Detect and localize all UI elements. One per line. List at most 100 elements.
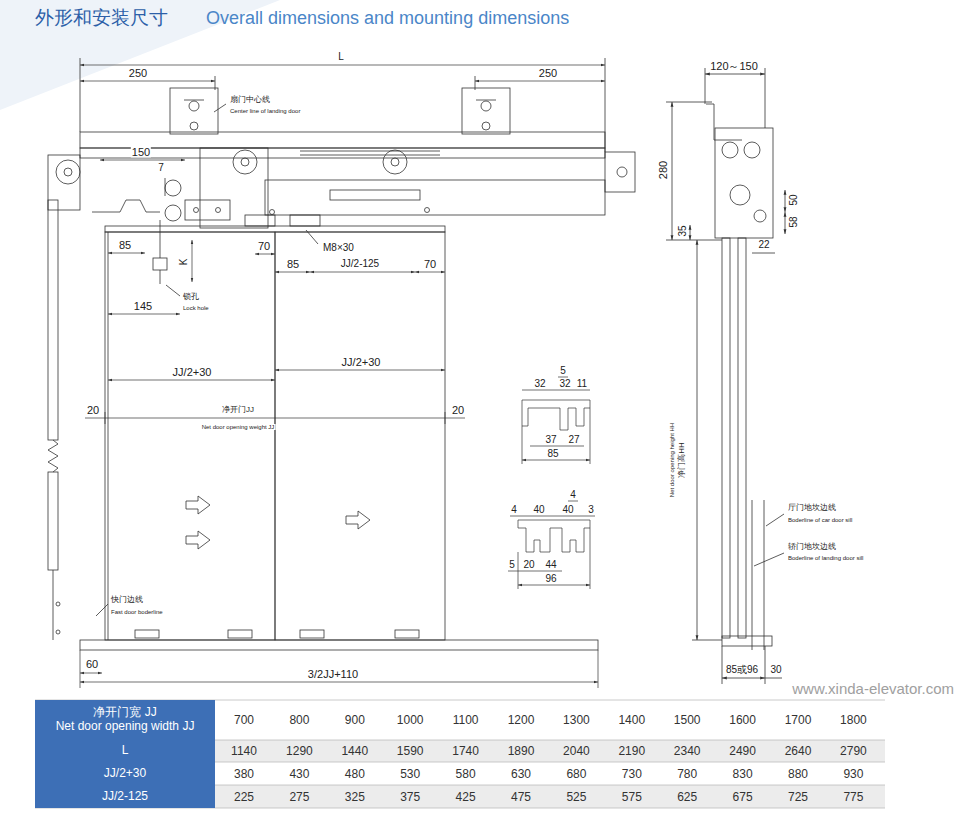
drawing-label: 250 xyxy=(538,68,558,79)
drawing-label: 30 xyxy=(769,665,782,675)
drawing-label: 40 xyxy=(561,505,574,515)
table-cell: 525 xyxy=(565,791,587,803)
table-cell: 1300 xyxy=(562,714,591,726)
drawing-label: 35 xyxy=(678,224,688,237)
drawing-label: K xyxy=(179,258,189,267)
table-cell: 900 xyxy=(344,714,366,726)
table-cell: 1890 xyxy=(507,745,536,757)
table-cell: 1740 xyxy=(451,745,480,757)
table-cell: 380 xyxy=(233,768,255,780)
table-cell: 575 xyxy=(621,791,643,803)
drawing-label: Net door opening weight JJ xyxy=(201,424,276,430)
table-cell: 2040 xyxy=(562,745,591,757)
drawing-label: Lock hole xyxy=(182,305,210,311)
table-cell: 625 xyxy=(676,791,698,803)
table-cell: 1100 xyxy=(452,714,480,726)
drawing-label: 4 xyxy=(510,505,518,515)
table-cell: 530 xyxy=(399,768,421,780)
drawing-label: 85或96 xyxy=(725,665,759,675)
drawing-label: Fast door boderline xyxy=(110,609,164,615)
drawing-label: 85 xyxy=(286,259,300,270)
drawing-label: 85 xyxy=(546,449,559,459)
table-cell: 225 xyxy=(233,791,255,803)
table-cell: 1000 xyxy=(396,714,425,726)
table-grid xyxy=(35,700,885,808)
table-cell: 475 xyxy=(510,791,532,803)
table-cell: 700 xyxy=(233,714,255,726)
drawing-label: 快门边线 xyxy=(110,596,144,604)
table-header-cell: 净开门宽 JJNet door opening width JJ xyxy=(35,700,215,740)
drawing-label: 4 xyxy=(569,490,577,500)
table-cell: 480 xyxy=(344,768,366,780)
table-header-cell: JJ/2-125 xyxy=(35,785,215,808)
table-cell: 630 xyxy=(510,768,532,780)
drawing-label: 净门高HH xyxy=(678,441,686,479)
table-cell: 325 xyxy=(344,791,366,803)
watermark: www.xinda-elevator.com xyxy=(791,681,955,696)
front-view xyxy=(48,58,635,650)
header-text: Net door opening width JJ xyxy=(56,720,195,734)
subtitle: Overall dimensions and mounting dimensio… xyxy=(205,9,570,27)
drawing-label: JJ/2+30 xyxy=(341,357,382,368)
drawing-label: 20 xyxy=(451,405,465,416)
drawing-label: 145 xyxy=(133,301,153,312)
drawing-label: 250 xyxy=(128,68,148,79)
header-text: JJ/2+30 xyxy=(104,767,146,781)
drawing-label: 32 xyxy=(533,379,546,389)
drawing-label: Net door opening height HH xyxy=(669,422,675,498)
drawing-label: 37 xyxy=(544,435,557,445)
drawing-label: 7 xyxy=(157,163,165,173)
header-text: JJ/2-125 xyxy=(102,790,148,804)
table-cell: 1200 xyxy=(507,714,536,726)
table-cell: 800 xyxy=(288,714,310,726)
table-cell: 1700 xyxy=(784,714,813,726)
drawing-label: 44 xyxy=(544,560,557,570)
drawing-label: 锁孔 xyxy=(182,293,200,301)
table-cell: 725 xyxy=(787,791,809,803)
drawing-label: 净开门JJ xyxy=(221,406,255,414)
table-cell: 1140 xyxy=(230,745,258,757)
drawing-label: 3/2JJ+110 xyxy=(307,669,359,680)
table-cell: 2340 xyxy=(673,745,702,757)
table-cell: 1590 xyxy=(396,745,425,757)
drawing-label: 3 xyxy=(587,505,595,515)
drawing-label: 70 xyxy=(257,241,271,252)
drawing-label: 32 xyxy=(558,379,571,389)
table-cell: 680 xyxy=(565,768,587,780)
drawing-label: 22 xyxy=(757,240,770,250)
table-header-cell: L xyxy=(35,740,215,762)
drawing-label: 280 xyxy=(658,160,669,180)
drawing-label: Center line of landing door xyxy=(229,108,301,114)
table-cell: 1600 xyxy=(728,714,757,726)
drawing-label: 扇门中心线 xyxy=(229,96,271,104)
table-cell: 880 xyxy=(787,768,809,780)
drawing-label: Boderline of car door sill xyxy=(787,517,853,523)
drawing-label: 40 xyxy=(532,505,545,515)
table-cell: 1800 xyxy=(839,714,868,726)
table-cell: 730 xyxy=(621,768,643,780)
table-cell: 1290 xyxy=(285,745,314,757)
drawing-label: 58 xyxy=(789,215,799,228)
table-cell: 425 xyxy=(455,791,477,803)
table-cell: 675 xyxy=(732,791,754,803)
header-text: 净开门宽 JJ xyxy=(93,706,156,720)
table-header-cell: JJ/2+30 xyxy=(35,762,215,785)
title: 外形和安装尺寸 xyxy=(35,8,168,27)
table-cell: 780 xyxy=(676,768,698,780)
drawing-label: 11 xyxy=(576,379,588,389)
drawing-label: 轿门地坎边线 xyxy=(787,543,837,551)
drawing-label: 20 xyxy=(522,560,535,570)
table-cell: 580 xyxy=(455,768,477,780)
drawing-label: 20 xyxy=(86,405,100,416)
table-cell: 430 xyxy=(288,768,310,780)
drawing-label: 50 xyxy=(789,193,799,206)
drawing-label: JJ/2+30 xyxy=(172,367,213,378)
table-cell: 2190 xyxy=(617,745,646,757)
drawing-label: 60 xyxy=(85,659,99,670)
drawing-label: 27 xyxy=(567,435,580,445)
table-cell: 775 xyxy=(842,791,864,803)
drawing-label: 150 xyxy=(131,147,151,158)
drawing-label: 厅门地坎边线 xyxy=(787,504,837,512)
table-cell: 1440 xyxy=(340,745,369,757)
table-cell: 930 xyxy=(842,768,864,780)
